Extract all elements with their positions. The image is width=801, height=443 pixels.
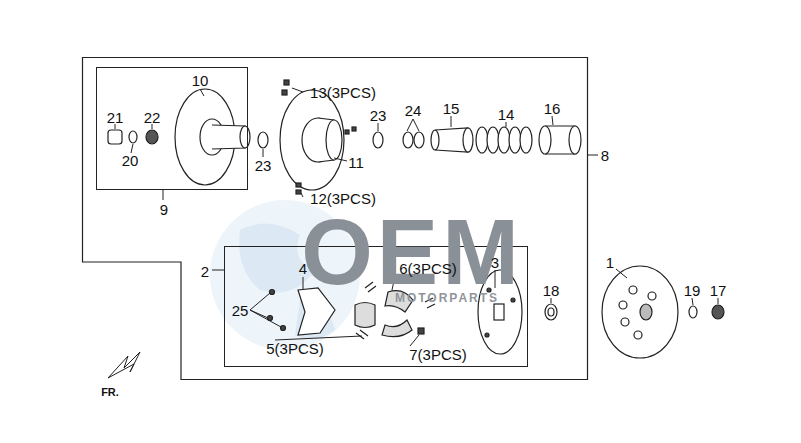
parts xyxy=(108,80,724,358)
callout-number: 25 xyxy=(232,303,249,318)
callout-number: 24 xyxy=(405,103,422,118)
callout-number: 15 xyxy=(443,101,460,116)
callout-number: 8 xyxy=(601,148,609,163)
callout-number: 19 xyxy=(684,283,701,298)
callout-number: 20 xyxy=(122,153,139,168)
callout-number: 5(3PCS) xyxy=(266,341,324,356)
callout-number: 2 xyxy=(201,264,209,279)
direction-label: FR. xyxy=(101,387,119,398)
callout-number: 4 xyxy=(299,261,307,276)
callout-number: 17 xyxy=(710,283,727,298)
callout-number: 9 xyxy=(160,202,168,217)
frame-line xyxy=(83,58,588,380)
callout-number: 7(3PCS) xyxy=(409,347,467,362)
callout-number: 21 xyxy=(107,110,124,125)
callout-number: 13(3PCS) xyxy=(310,85,376,100)
callout-number: 16 xyxy=(544,101,561,116)
callout-number: 11 xyxy=(348,155,364,170)
subassembly-box: 9 xyxy=(96,67,248,190)
front-arrow xyxy=(108,352,140,378)
callout-number: 22 xyxy=(144,110,161,125)
callout-number: 18 xyxy=(543,283,560,298)
callout-number: 6(3PCS) xyxy=(399,261,457,276)
callout-number: 1 xyxy=(606,255,614,270)
callout-number: 3 xyxy=(491,255,499,270)
watermark: OEM xyxy=(301,206,523,298)
callout-number: 23 xyxy=(370,108,387,123)
callout-number: 14 xyxy=(498,107,515,122)
callout-number: 10 xyxy=(192,73,209,88)
callout-number: 23 xyxy=(255,158,272,173)
leader-lines xyxy=(115,88,718,346)
callout-number: 12(3PCS) xyxy=(310,191,376,206)
watermark: MOTORPARTS xyxy=(395,292,499,304)
